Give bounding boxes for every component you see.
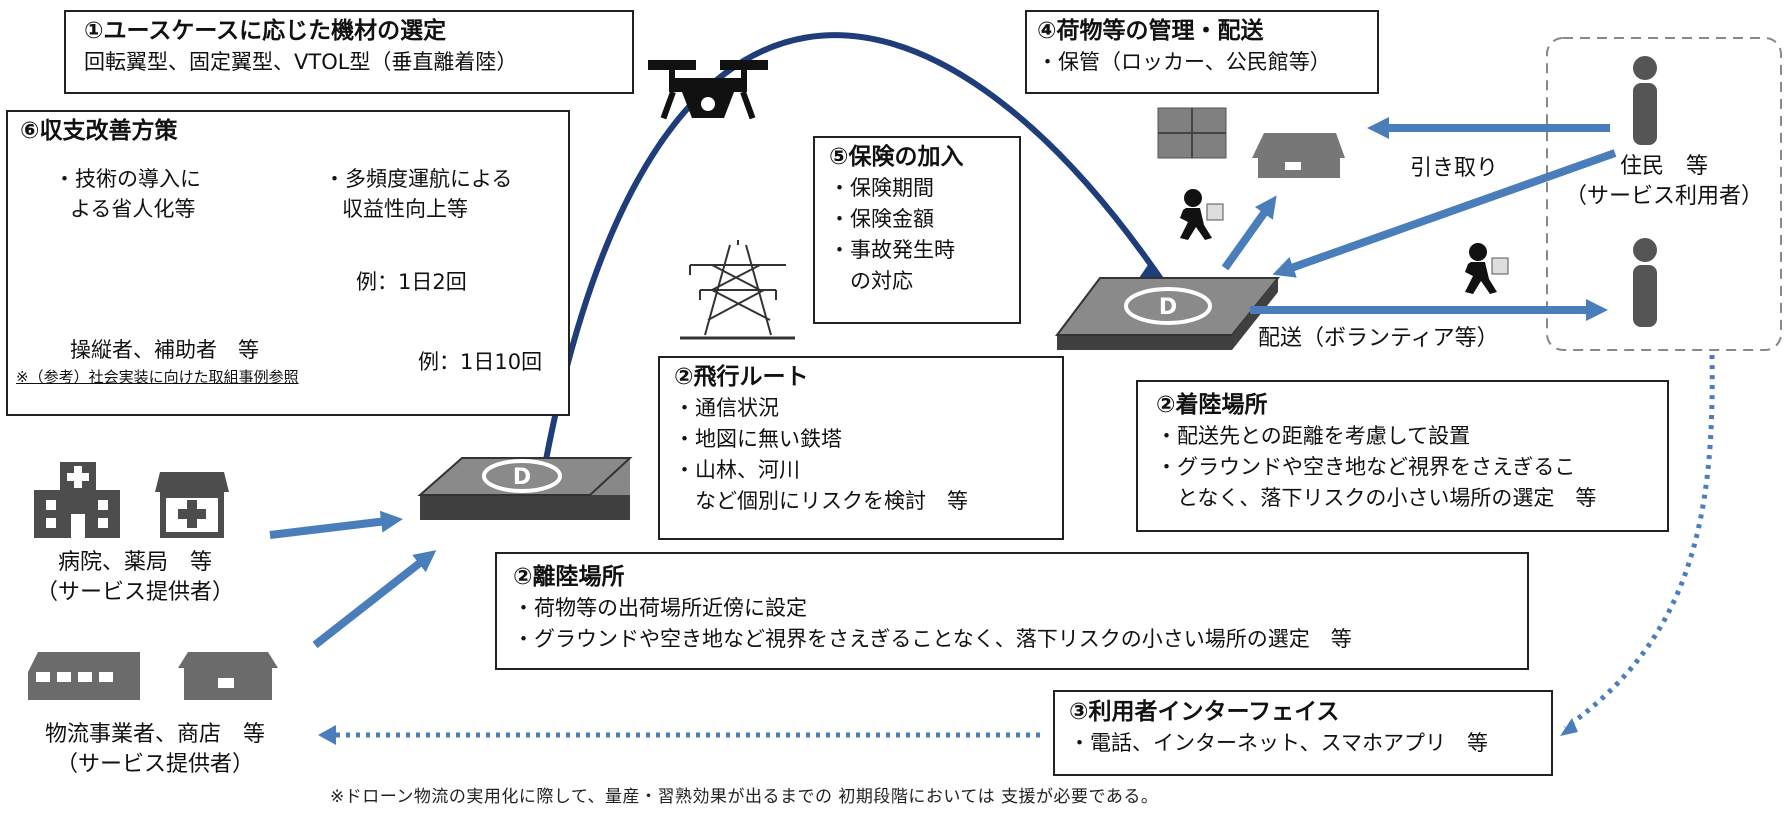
logistics-to-pad-arrow — [312, 550, 437, 649]
equipment-selection-box: ①ユースケースに応じた機材の選定 回転翼型、固定翼型、VTOL型（垂直離着陸） — [64, 10, 634, 94]
user-interface-line: ・電話、インターネット、スマホアプリ 等 — [1069, 731, 1488, 755]
logistics-label: 物流事業者、商店 等 （サービス提供者） — [10, 720, 300, 780]
landing-pad: D — [1054, 277, 1281, 350]
takeoff-site-line-1: ・荷物等の出荷場所近傍に設定 — [513, 596, 807, 620]
pad-to-storage-arrow — [1221, 195, 1277, 271]
logistics-label-2: （サービス提供者） — [55, 752, 254, 777]
hospital-label-1: 病院、薬局 等 — [57, 550, 212, 575]
landing-site-box: ②着陸場所 ・配送先との距離を考慮して設置 ・グラウンドや空き地など視界をさえぎ… — [1136, 380, 1669, 532]
flight-route-line-1: ・通信状況 — [674, 396, 779, 420]
insurance-line-4: の対応 — [829, 269, 913, 293]
frequency-line-2: 収益性向上等 — [342, 197, 468, 221]
cargo-management-title: ④荷物等の管理・配送 — [1037, 18, 1264, 44]
profit-improvement-box: ⑥収支改善方策 ・技術の導入に よる省人化等 ・多頻度運航による 収益性向上等 … — [6, 110, 570, 416]
equipment-selection-title: ①ユースケースに応じた機材の選定 — [84, 18, 447, 44]
cargo-management-box: ④荷物等の管理・配送 ・保管（ロッカー、公民館等） — [1025, 10, 1379, 94]
logistics-label-1: 物流事業者、商店 等 — [44, 722, 265, 747]
shop-icon — [178, 652, 278, 700]
info-flow-dotted-arrow — [1563, 354, 1715, 731]
footer-note: ※ドローン物流の実用化に際して、量産・習熟効果が出るまでの 初期段階においては … — [330, 787, 1159, 807]
storage-house-icon — [1252, 133, 1345, 178]
resident-icon-2 — [1633, 238, 1657, 327]
warehouse-icon — [28, 652, 140, 700]
automation-line-2: よる省人化等 — [70, 197, 196, 221]
example-twice: 例：1日2回 — [356, 270, 467, 294]
hospital-to-pad-arrow — [269, 510, 403, 539]
landing-site-line-2: ・グラウンドや空き地など視界をさえぎるこ — [1156, 455, 1576, 479]
flight-route-line-2: ・地図に無い鉄塔 — [674, 427, 842, 451]
hospital-label-2: （サービス提供者） — [35, 580, 234, 605]
reference-note: ※（参考）社会実装に向けた取組事例参照 — [16, 368, 299, 386]
flight-route-line-4: など個別にリスクを検討 等 — [674, 489, 968, 513]
landing-site-title: ②着陸場所 — [1156, 392, 1268, 418]
courier-icon-2 — [1465, 243, 1509, 294]
takeoff-site-title: ②離陸場所 — [513, 564, 625, 590]
courier-icon — [1180, 189, 1224, 240]
takeoff-site-box: ②離陸場所 ・荷物等の出荷場所近傍に設定 ・グラウンドや空き地など視界をさえぎる… — [495, 552, 1529, 670]
equipment-selection-line: 回転翼型、固定翼型、VTOL型（垂直離着陸） — [84, 50, 518, 74]
pharmacy-icon — [155, 472, 229, 538]
delivery-label: 配送（ボランティア等） — [1258, 326, 1499, 351]
svg-text:D: D — [513, 465, 531, 490]
user-interface-box: ③利用者インターフェイス ・電話、インターネット、スマホアプリ 等 — [1053, 690, 1553, 776]
pickup-label: 引き取り — [1410, 156, 1499, 181]
insurance-box: ⑤保険の加入 ・保険期間 ・保険金額 ・事故発生時 の対応 — [813, 136, 1021, 324]
pylon-icon — [680, 240, 795, 340]
hospital-label: 病院、薬局 等 （サービス提供者） — [20, 548, 250, 608]
frequency-line-1: ・多頻度運航による — [324, 167, 513, 191]
user-interface-title: ③利用者インターフェイス — [1069, 699, 1340, 725]
residents-label-2: （サービス利用者） — [1564, 184, 1763, 209]
locker-icon — [1157, 107, 1227, 159]
residents-label: 住民 等 （サービス利用者） — [1548, 152, 1780, 212]
flight-route-line-3: ・山林、河川 — [674, 458, 800, 482]
landing-site-line-1: ・配送先との距離を考慮して設置 — [1156, 424, 1471, 448]
insurance-line-3: ・事故発生時 — [829, 238, 955, 262]
insurance-line-1: ・保険期間 — [829, 176, 934, 200]
drone-icon — [648, 60, 768, 120]
residents-label-1: 住民 等 — [1619, 154, 1708, 179]
resident-request-arrow — [1272, 149, 1617, 278]
hospital-icon — [34, 462, 120, 538]
takeoff-pad: D — [417, 457, 633, 520]
residents-group — [1546, 37, 1782, 351]
operators-label: 操縦者、補助者 等 — [70, 338, 259, 362]
flight-path-arrow — [542, 32, 1168, 466]
insurance-title: ⑤保険の加入 — [829, 144, 964, 170]
profit-improvement-title: ⑥収支改善方策 — [20, 118, 178, 144]
takeoff-site-line-2: ・グラウンドや空き地など視界をさえぎることなく、落下リスクの小さい場所の選定 等 — [513, 627, 1352, 651]
example-ten-times: 例：1日10回 — [418, 350, 543, 374]
resident-icon — [1633, 56, 1657, 145]
cargo-management-line: ・保管（ロッカー、公民館等） — [1037, 50, 1331, 74]
automation-line-1: ・技術の導入に — [54, 167, 201, 191]
flight-route-title: ②飛行ルート — [674, 364, 809, 390]
insurance-line-2: ・保険金額 — [829, 207, 934, 231]
landing-site-line-3: となく、落下リスクの小さい場所の選定 等 — [1156, 486, 1597, 510]
flight-route-box: ②飛行ルート ・通信状況 ・地図に無い鉄塔 ・山林、河川 など個別にリスクを検討… — [658, 356, 1064, 540]
svg-text:D: D — [1159, 295, 1177, 320]
